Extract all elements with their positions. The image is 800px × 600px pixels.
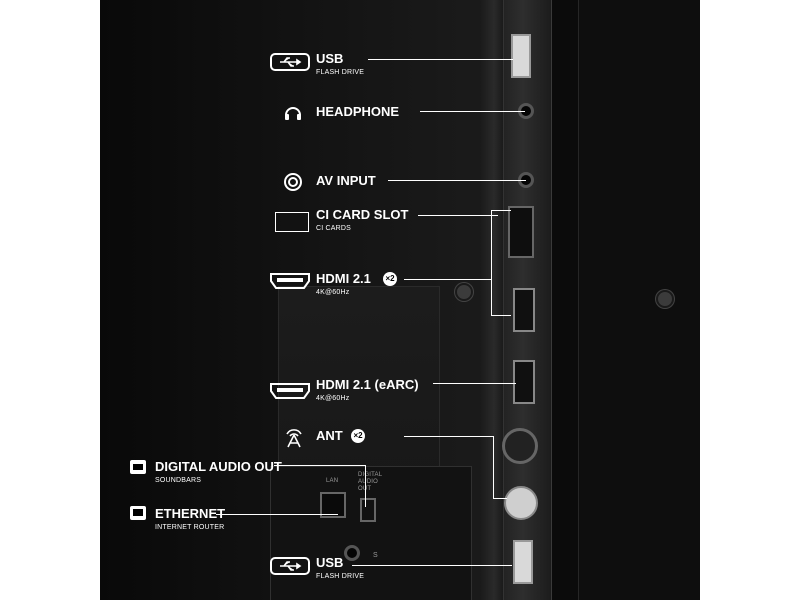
leader-hdmi-branch-top: [491, 210, 511, 211]
digital-audio-out-label: DIGITAL AUDIO OUT: [358, 472, 383, 492]
usb-bottom-sub: FLASH DRIVE: [316, 573, 365, 580]
hdmi-icon: [270, 383, 310, 404]
leader-digital-audio: [274, 465, 365, 466]
leader-ethernet: [216, 514, 338, 515]
lan-label: LAN: [326, 478, 339, 484]
usb-port-top: [511, 34, 531, 78]
leader-hdmi-earc: [433, 383, 516, 384]
service-jack: [344, 545, 360, 561]
headphone-icon: [283, 103, 303, 126]
usb-s-label: S: [373, 552, 378, 559]
ethernet-port: [320, 492, 346, 518]
hdmi-count-badge: ×2: [383, 272, 397, 286]
hdmi-label: HDMI 2.1: [316, 271, 371, 286]
screw: [656, 290, 674, 308]
leader-ci-card: [418, 215, 498, 216]
ci-card-icon: [275, 212, 309, 232]
ethernet-label: ETHERNET: [155, 506, 226, 521]
leader-usb-bottom: [352, 565, 512, 566]
leader-ant: [404, 436, 494, 437]
headphone-label: HEADPHONE: [316, 104, 400, 119]
leader-hdmi-branch: [491, 315, 511, 316]
optical-port: [360, 498, 376, 522]
label-strip: [578, 0, 700, 600]
digital-audio-sub: SOUNDBARS: [155, 477, 202, 484]
antenna-port-1: [502, 428, 538, 464]
usb-top-label: USB: [316, 51, 344, 66]
antenna-icon: [283, 426, 305, 453]
usb-icon: [270, 557, 310, 575]
leader-digital-audio-vertical: [365, 465, 366, 507]
leader-av-input: [388, 180, 526, 181]
ci-card-slot: [508, 206, 534, 258]
ethernet-sub: INTERNET ROUTER: [155, 524, 225, 531]
ci-card-sub: CI CARDS: [316, 225, 352, 232]
av-input-icon: [283, 172, 303, 197]
leader-headphone: [420, 111, 525, 112]
leader-ant-branch: [493, 498, 507, 499]
leader-ant-vertical: [493, 436, 494, 498]
ci-card-label: CI CARD SLOT: [316, 207, 409, 222]
hdmi-sub: 4K@60Hz: [316, 289, 350, 296]
antenna-port-2: [504, 486, 538, 520]
optical-icon: [130, 460, 146, 474]
screw: [455, 283, 473, 301]
usb-top-sub: FLASH DRIVE: [316, 69, 365, 76]
leader-hdmi-vertical: [491, 210, 492, 316]
ethernet-icon: [130, 506, 146, 520]
usb-port-bottom: [513, 540, 533, 584]
hdmi-port-1: [513, 288, 535, 332]
leader-usb-top: [368, 59, 513, 60]
tv-rear-panel: LAN DIGITAL AUDIO OUT S: [100, 0, 700, 600]
usb-bottom-label: USB: [316, 555, 344, 570]
hdmi-port-earc: [513, 360, 535, 404]
hdmi-earc-sub: 4K@60Hz: [316, 395, 350, 402]
leader-hdmi: [404, 279, 492, 280]
hdmi-earc-label: HDMI 2.1 (eARC): [316, 377, 419, 392]
hdmi-icon: [270, 273, 310, 294]
av-input-label: AV INPUT: [316, 173, 376, 188]
lower-port-box: [270, 466, 472, 600]
usb-icon: [270, 53, 310, 71]
digital-audio-label: DIGITAL AUDIO OUT: [155, 459, 282, 474]
ant-count-badge: ×2: [351, 429, 365, 443]
ant-label: ANT: [316, 428, 343, 443]
